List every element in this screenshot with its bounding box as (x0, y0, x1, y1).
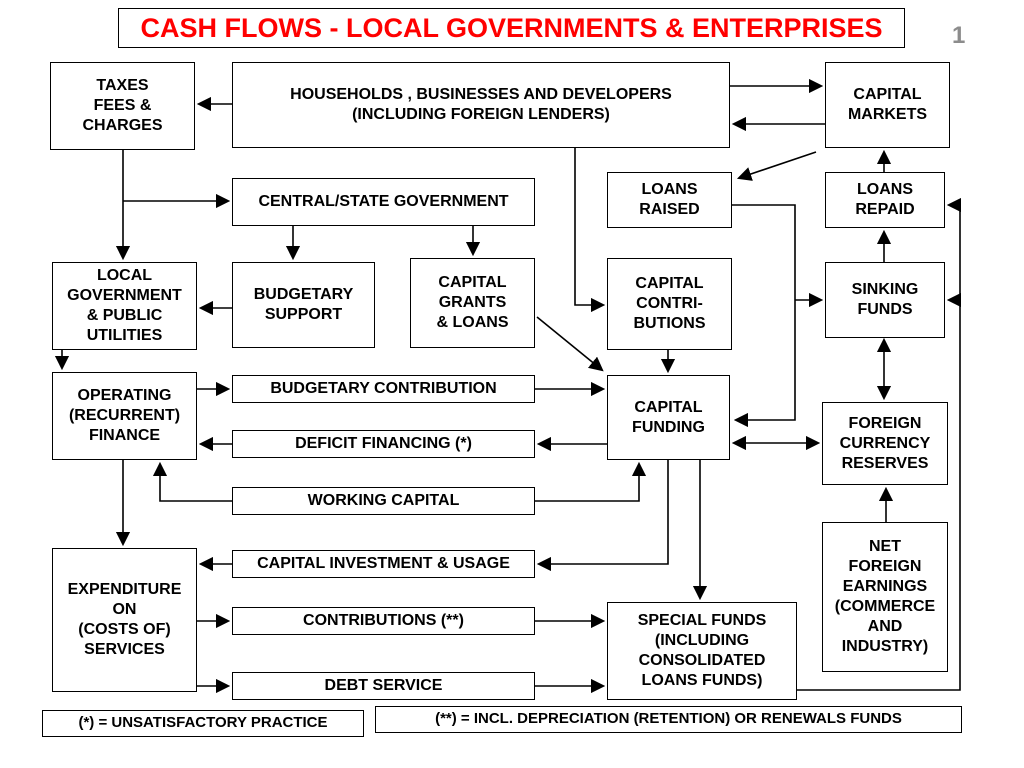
arrow-working-capital-to-capital-funding (535, 461, 647, 502)
box-central-state-government: CENTRAL/STATE GOVERNMENT (232, 178, 535, 226)
box-contributions: CONTRIBUTIONS (**) (232, 607, 535, 635)
box-sinking-funds: SINKING FUNDS (825, 262, 945, 338)
box-loans-raised: LOANS RAISED (607, 172, 732, 228)
box-special-funds: SPECIAL FUNDS (INCLUDING CONSOLIDATED LO… (607, 602, 797, 700)
box-expenditure-on-services: EXPENDITURE ON (COSTS OF) SERVICES (52, 548, 197, 692)
box-loans-repaid: LOANS REPAID (825, 172, 945, 228)
arrow-capital-grants-to-capital-funding (536, 316, 604, 372)
page-number: 1 (952, 22, 966, 49)
box-households-businesses-developers: HOUSEHOLDS , BUSINESSES AND DEVELOPERS (… (232, 62, 730, 148)
box-taxes-fees-charges: TAXES FEES & CHARGES (50, 62, 195, 150)
box-deficit-financing: DEFICIT FINANCING (*) (232, 430, 535, 458)
box-capital-markets: CAPITAL MARKETS (825, 62, 950, 148)
box-budgetary-contribution: BUDGETARY CONTRIBUTION (232, 375, 535, 403)
box-capital-funding: CAPITAL FUNDING (607, 375, 730, 460)
box-debt-service: DEBT SERVICE (232, 672, 535, 700)
box-net-foreign-earnings: NET FOREIGN EARNINGS (COMMERCE AND INDUS… (822, 522, 948, 672)
legend-depreciation-renewals: (**) = INCL. DEPRECIATION (RETENTION) OR… (375, 706, 962, 733)
arrow-households-to-capital-contributions (574, 148, 606, 313)
arrow-capital-markets-to-loans-raised (736, 151, 817, 181)
box-capital-grants-loans: CAPITAL GRANTS & LOANS (410, 258, 535, 348)
box-working-capital: WORKING CAPITAL (232, 487, 535, 515)
box-capital-contributions: CAPITAL CONTRI- BUTIONS (607, 258, 732, 350)
box-operating-recurrent-finance: OPERATING (RECURRENT) FINANCE (52, 372, 197, 460)
arrow-capital-funding-to-capital-investment (536, 460, 669, 572)
arrow-loans-raised-to-capital-funding (732, 204, 796, 428)
box-budgetary-support: BUDGETARY SUPPORT (232, 262, 375, 348)
arrow-working-capital-to-operating (152, 461, 232, 502)
legend-unsatisfactory-practice: (*) = UNSATISFACTORY PRACTICE (42, 710, 364, 737)
box-foreign-currency-reserves: FOREIGN CURRENCY RESERVES (822, 402, 948, 485)
slide-title: CASH FLOWS - LOCAL GOVERNMENTS & ENTERPR… (118, 8, 905, 48)
box-local-government-public-utilities: LOCAL GOVERNMENT & PUBLIC UTILITIES (52, 262, 197, 350)
box-capital-investment-usage: CAPITAL INVESTMENT & USAGE (232, 550, 535, 578)
